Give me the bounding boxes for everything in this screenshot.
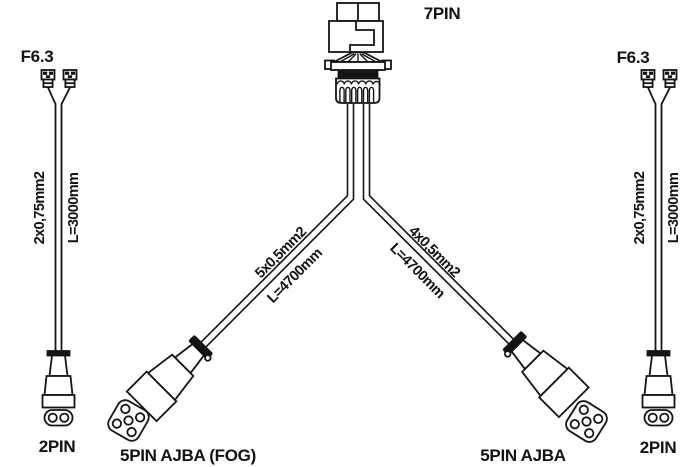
left-cable-assembly [42, 70, 77, 426]
label-7pin: 7PIN [423, 4, 461, 23]
right-cable-spec: 2x0,75mm2 [632, 171, 648, 245]
label-fuse-right: F6.3 [616, 48, 650, 67]
connector-5pin-fog [125, 329, 219, 423]
left-cable-spec: 2x0,75mm2 [32, 171, 48, 245]
connector-5pin-right [496, 325, 590, 419]
label-5pin-right: 5PIN AJBA [480, 446, 566, 465]
label-2pin-left: 2PIN [38, 437, 76, 456]
right-cable-assembly [642, 70, 677, 426]
right-cable-length: L=3000mm [666, 172, 682, 244]
left-cable-length: L=3000mm [66, 172, 82, 244]
label-2pin-right: 2PIN [639, 438, 677, 457]
branch-cables [198, 104, 520, 348]
label-5pin-fog: 5PIN AJBA (FOG) [120, 446, 256, 465]
label-fuse-left: F6.3 [20, 47, 54, 66]
connector-7pin [324, 2, 392, 104]
